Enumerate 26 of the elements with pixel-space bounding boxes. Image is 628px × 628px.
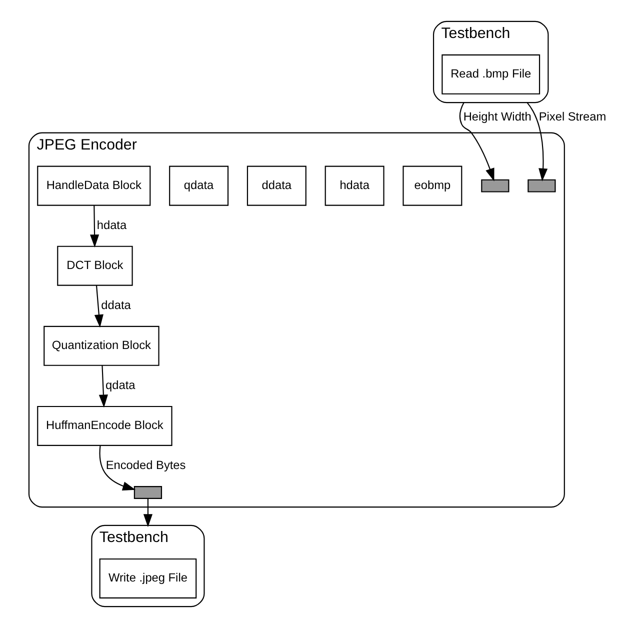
arrow [98, 365, 108, 408]
node-box: Write .jpeg File [99, 558, 197, 598]
node-box: eobmp [402, 166, 462, 206]
arrow [459, 102, 494, 182]
edge-label: Height Width [463, 110, 532, 124]
node-box: Read .bmp File [442, 54, 540, 94]
arrow [99, 446, 136, 490]
node-box: ddata [246, 166, 306, 206]
node-box: HuffmanEncode Block [37, 406, 172, 446]
node-box: qdata [169, 166, 229, 206]
node-box [134, 486, 162, 499]
node-box: HandleData Block [37, 166, 151, 206]
node-box: Quantization Block [44, 326, 160, 366]
node-box: hdata [324, 166, 384, 206]
node-box [481, 179, 510, 192]
arrow [90, 205, 100, 248]
node-box [528, 179, 556, 192]
edge-label: ddata [101, 298, 131, 312]
arrow [94, 285, 104, 328]
edge-label: Encoded Bytes [106, 458, 186, 472]
edge-label: hdata [96, 218, 127, 232]
arrow [526, 102, 548, 182]
edge-label: Pixel Stream [538, 110, 606, 124]
arrow [143, 498, 153, 528]
edge-label: qdata [106, 378, 136, 392]
node-box: DCT Block [57, 246, 133, 286]
